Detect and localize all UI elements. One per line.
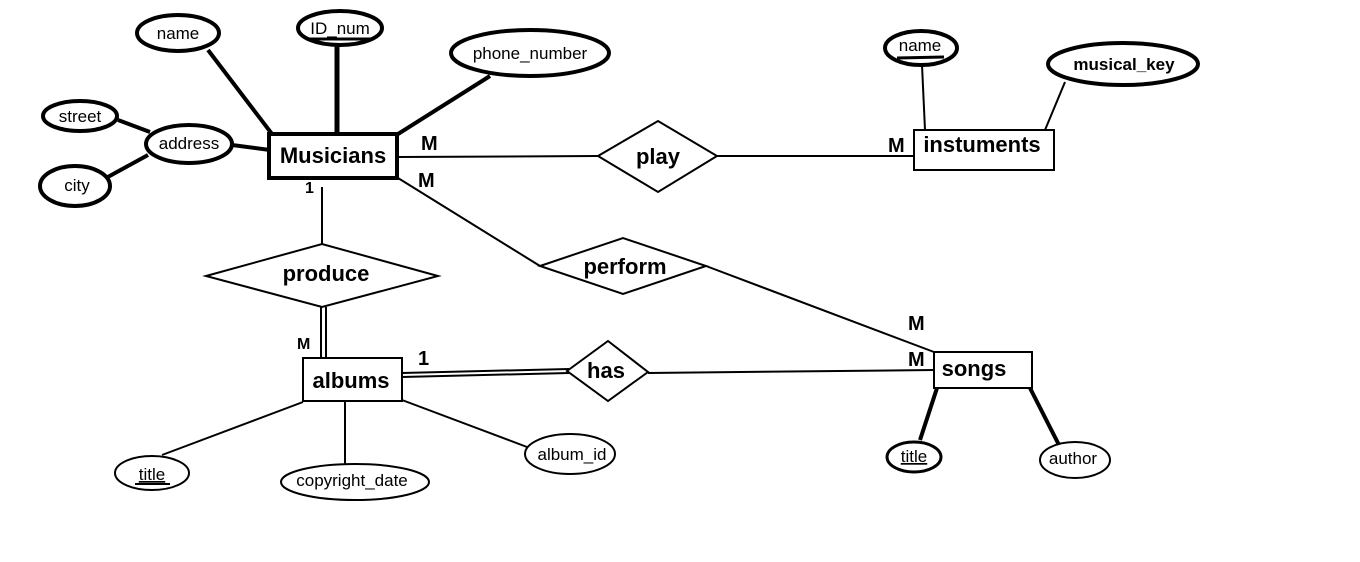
line-album-title (161, 401, 304, 456)
relationship-produce: produce (202, 242, 442, 309)
attribute-ellipse (296, 9, 384, 47)
entity-box (913, 129, 1055, 171)
attribute-ellipse (524, 433, 616, 475)
attribute-album-title: title (114, 455, 190, 491)
line-musicians-perform (397, 177, 541, 267)
attribute-musician-address: address (144, 123, 234, 165)
line-musician-address (231, 143, 271, 152)
cardinality-labels: M M M M 1 M 1 M (297, 133, 925, 371)
attribute-label: musical_key (1073, 55, 1175, 74)
attribute-instrument-musical-key: musical_key (1046, 41, 1200, 87)
line-musician-name (206, 48, 274, 136)
attribute-album-copyright-date: copyright_date (280, 463, 430, 501)
entity-box (933, 351, 1033, 389)
attribute-label: title (901, 447, 927, 466)
attribute-label: name (157, 24, 200, 43)
attribute-label: author (1049, 449, 1098, 468)
attribute-label: phone_number (473, 44, 588, 63)
attribute-address-street: street (41, 99, 119, 133)
attribute-label: address (159, 134, 219, 153)
relationship-label: play (636, 144, 681, 169)
cardinality-musicians-produce: 1 (305, 180, 314, 197)
line-song-title (918, 387, 939, 441)
attribute-instrument-name: name (883, 29, 959, 67)
relationship-diamond (536, 236, 710, 296)
relationship-label: perform (583, 254, 666, 279)
attribute-musician-name: name (135, 13, 221, 53)
entity-albums: albums (302, 357, 403, 402)
entity-songs: songs (933, 351, 1033, 389)
attribute-ellipse (144, 123, 234, 165)
line-albums-has-b (401, 372, 570, 378)
line-album-id (401, 399, 528, 448)
line-address-city (105, 153, 149, 180)
attribute-label: street (59, 107, 102, 126)
attribute-address-city: city (38, 164, 112, 208)
entity-instruments: instuments (913, 129, 1055, 171)
cardinality-albums-has: 1 (418, 348, 429, 370)
attribute-ellipse (280, 463, 430, 501)
cardinality-musicians-perform: M (418, 170, 435, 192)
attribute-label: title (139, 465, 165, 484)
entity-label: instuments (923, 132, 1040, 157)
attribute-ellipse (1039, 441, 1111, 479)
attribute-label: ID_num (310, 19, 370, 38)
attribute-ellipse (38, 164, 112, 208)
cardinality-musicians-play: M (421, 133, 438, 155)
primary-key-underline (896, 55, 945, 60)
attribute-label: copyright_date (296, 471, 408, 490)
attribute-ellipse (41, 99, 119, 133)
entity-box (267, 132, 399, 180)
cardinality-songs-perform: M (908, 313, 925, 335)
entity-label: songs (942, 356, 1007, 381)
line-has-songs (647, 369, 935, 374)
entity-label: Musicians (280, 143, 386, 168)
attribute-ellipse (135, 13, 221, 53)
line-albums-has-a (401, 368, 570, 374)
line-address-street (117, 118, 151, 134)
line-musician-phone (396, 74, 492, 136)
cardinality-albums-produce: M (297, 336, 310, 353)
relationship-perform: perform (536, 236, 710, 296)
attribute-album-id: album_id (524, 433, 616, 475)
attribute-musician-phone-number: phone_number (449, 28, 611, 78)
connector-lines (105, 44, 1066, 465)
entity-label: albums (312, 368, 389, 393)
relationship-label: has (587, 358, 625, 383)
line-instrument-name (921, 64, 926, 131)
attribute-song-title: title (885, 440, 943, 474)
attribute-ellipse (1046, 41, 1200, 87)
attribute-song-author: author (1039, 441, 1111, 479)
entity-musicians: Musicians (267, 132, 399, 180)
line-song-author (1028, 387, 1062, 448)
line-perform-songs (705, 265, 935, 353)
attribute-ellipse (449, 28, 611, 78)
attribute-ellipse (114, 455, 190, 491)
line-instrument-musical-key (1044, 81, 1066, 131)
relationship-diamond (202, 242, 442, 309)
cardinality-instruments-play: M (888, 135, 905, 157)
relationship-diamond (565, 339, 650, 403)
attribute-label: name (899, 36, 942, 55)
relationship-play: play (596, 119, 719, 194)
attribute-label: album_id (538, 445, 607, 464)
cardinality-songs-has: M (908, 349, 925, 371)
relationship-label: produce (283, 261, 370, 286)
attribute-musician-id-num: ID_num (296, 9, 384, 47)
entity-box (302, 357, 403, 402)
line-musicians-play (397, 155, 599, 158)
relationship-diamond (596, 119, 719, 194)
attribute-label: city (64, 176, 90, 195)
attribute-ellipse (885, 440, 943, 474)
relationship-has: has (565, 339, 650, 403)
